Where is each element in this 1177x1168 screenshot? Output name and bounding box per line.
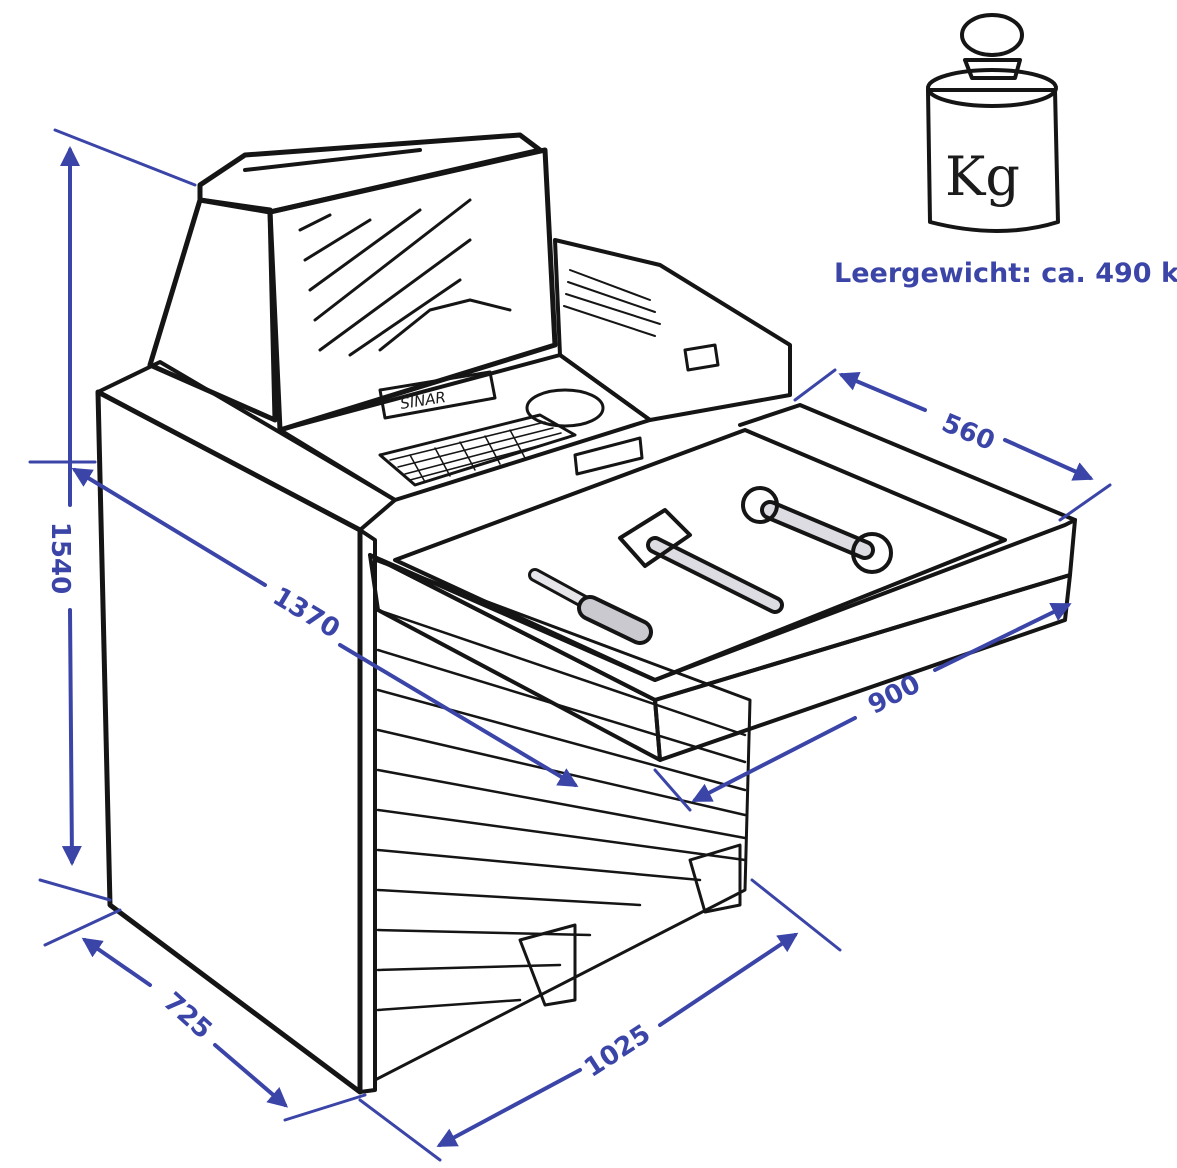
dimension-depth-label: 725	[157, 987, 217, 1046]
cabinet-foot-left	[518, 923, 577, 1007]
dimension-drawer-depth-label: 560	[937, 408, 999, 457]
keyboard-deck	[278, 353, 652, 502]
dimension-lines	[28, 128, 1112, 1162]
weight-caption: Leergewicht: ca. 490 kg	[834, 258, 1177, 289]
cabinet-front-face	[358, 528, 377, 1094]
screwdriver-icon	[528, 568, 653, 645]
cabinet-top	[96, 360, 397, 532]
weight-unit-label: Kg	[945, 145, 1020, 208]
dimension-height-label: 1540	[45, 522, 75, 594]
printer-slot	[563, 269, 661, 337]
cabinet-side-panel	[95, 389, 363, 1095]
disk-slot-icon	[683, 343, 720, 372]
screen-glare	[298, 198, 512, 357]
cabinet-foot-right	[688, 843, 742, 914]
drawer	[368, 403, 1077, 762]
weight-icon: Kg	[926, 13, 1060, 233]
drawer-tray	[393, 428, 1007, 682]
monitor-housing	[147, 197, 278, 423]
hammer-icon	[618, 508, 784, 614]
mouse	[525, 388, 605, 428]
keyboard	[378, 413, 577, 487]
monitor-frame	[267, 147, 558, 433]
dimension-length-label: 1370	[267, 582, 344, 645]
cabinet	[95, 360, 752, 1095]
front-port	[573, 436, 644, 476]
dimension-width-label: 1025	[579, 1019, 656, 1084]
keyboard-keys	[389, 421, 569, 483]
monitor-hood	[197, 132, 543, 215]
drawer-left-face	[368, 553, 662, 762]
wrench-icon	[741, 486, 893, 574]
brand-plate	[378, 370, 497, 420]
console-head: SINAR	[147, 132, 792, 502]
